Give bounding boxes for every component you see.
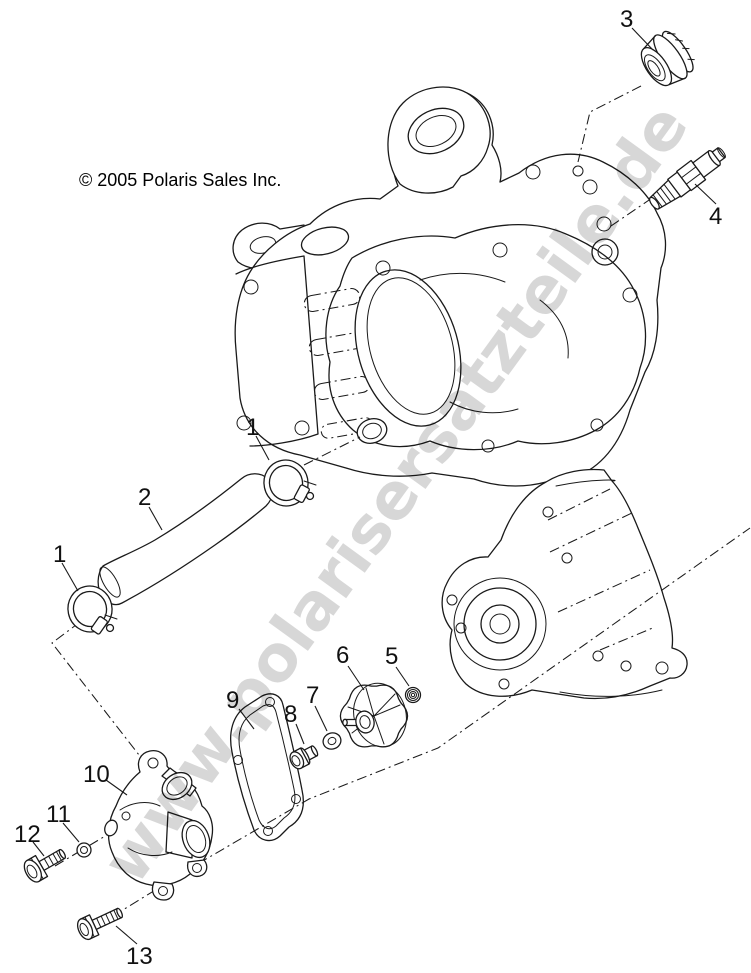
part-1-hose-clamp-lower [67,585,118,635]
part-4-temperature-sensor [648,147,726,210]
part-7-washer [322,732,342,750]
callout-5[interactable]: 5 [385,643,399,670]
part-12-bolt [23,848,67,883]
part-2-water-hose [97,473,274,606]
callout-8[interactable]: 8 [284,701,298,728]
engine-cylinder-assembly [232,86,667,487]
part-9-gasket [230,693,304,842]
callout-1-lower[interactable]: 1 [53,541,67,568]
part-3-thermostat-cap [640,30,695,87]
leader-lines [32,27,717,945]
part-10-water-pump-housing [104,750,214,901]
callout-9[interactable]: 9 [226,687,240,714]
callout-2[interactable]: 2 [138,484,152,511]
callout-1-upper[interactable]: 1 [246,414,260,441]
part-11-washer [76,842,92,858]
part-6-impeller [339,682,409,748]
callout-6[interactable]: 6 [336,642,350,669]
part-5-seal [404,686,422,704]
callout-13[interactable]: 13 [126,943,153,970]
callout-10[interactable]: 10 [83,761,110,788]
callout-4[interactable]: 4 [709,203,723,230]
callout-11[interactable]: 11 [46,801,71,828]
copyright-notice: © 2005 Polaris Sales Inc. [79,170,282,190]
callout-3[interactable]: 3 [620,6,634,33]
part-1-hose-clamp-upper [263,459,317,507]
crankcase [441,468,688,700]
callout-12[interactable]: 12 [14,821,41,848]
part-13-bolt [76,907,123,941]
callout-7[interactable]: 7 [306,682,320,709]
part-8-drain-plug [289,745,319,770]
